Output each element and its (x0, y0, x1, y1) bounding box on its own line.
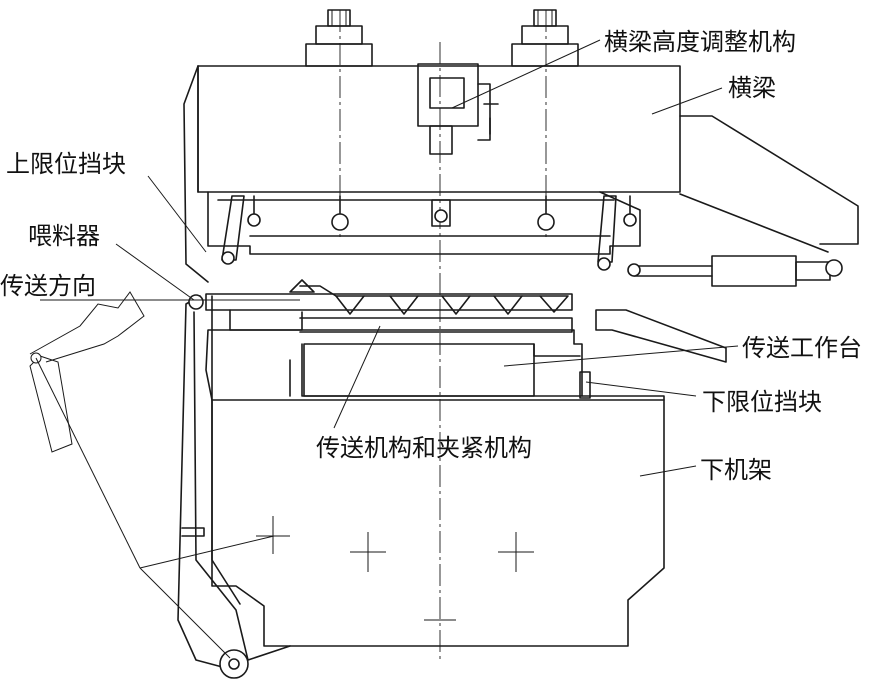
feeder-alt-position (29, 291, 275, 659)
clamp-fingers (289, 279, 569, 315)
leader-lines (40, 39, 739, 477)
lift-cylinder (627, 255, 843, 287)
feeder-arm (177, 294, 291, 679)
height-adjust-box (417, 63, 499, 155)
lower-frame (205, 329, 665, 647)
frame-crosshairs (256, 300, 534, 660)
label-transfer-direction: 传送方向 (0, 272, 96, 300)
adjusting-nut-right (511, 9, 579, 67)
label-upper-limit-stop: 上限位挡块 (6, 150, 126, 178)
label-beam-height-adjust: 横梁高度调整机构 (604, 28, 796, 56)
cross-beam (183, 10, 859, 300)
label-beam: 横梁 (728, 74, 776, 102)
label-transfer-worktable: 传送工作台 (742, 334, 862, 362)
swing-links (221, 195, 617, 271)
beam-pins (247, 195, 637, 231)
adjusting-nut-left (305, 9, 373, 67)
label-transfer-clamp-mechanism: 传送机构和夹紧机构 (316, 434, 532, 462)
label-feeder: 喂料器 (28, 222, 100, 250)
label-lower-limit-stop: 下限位挡块 (702, 388, 822, 416)
worktable-lip (595, 309, 727, 363)
label-lower-frame: 下机架 (700, 456, 772, 484)
